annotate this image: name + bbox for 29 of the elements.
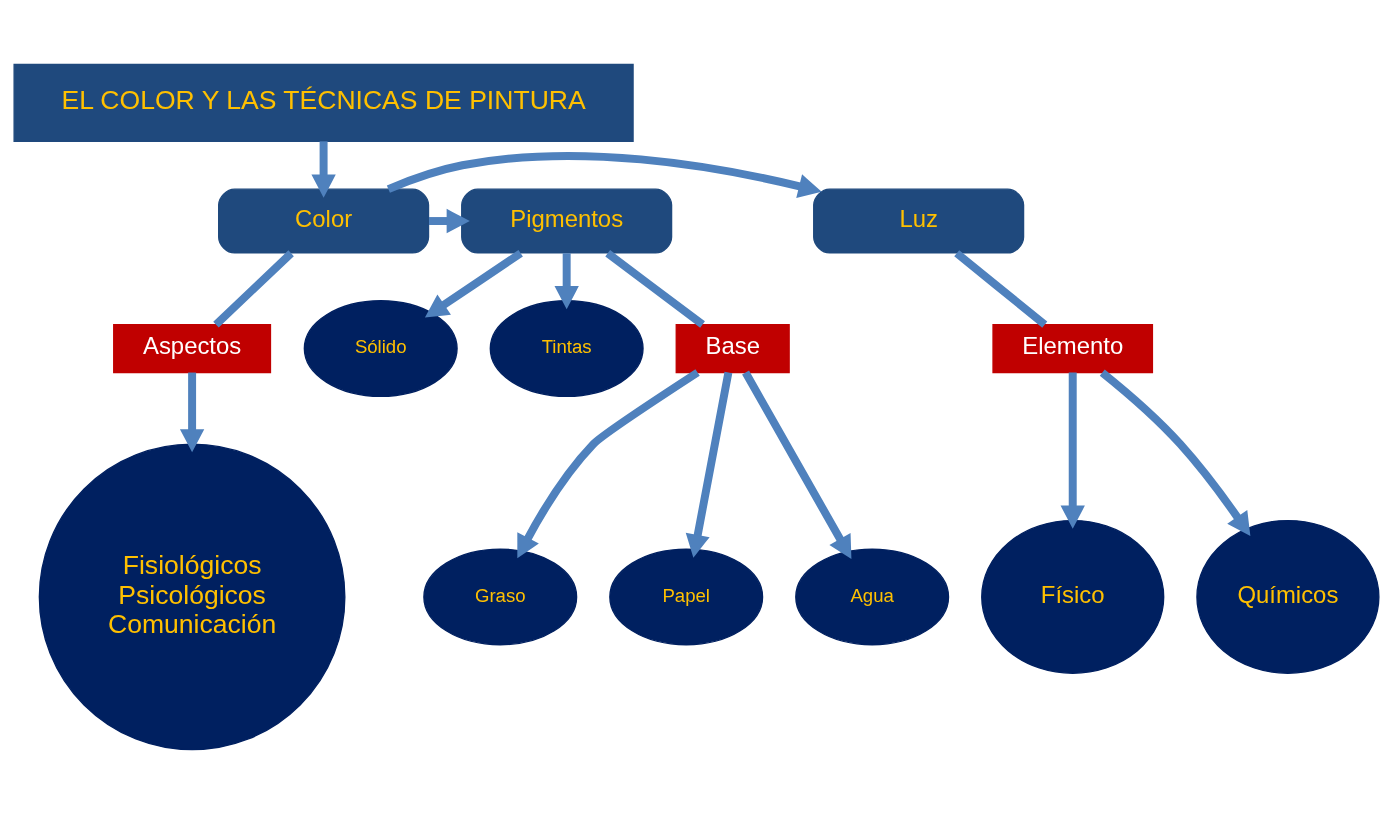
node-ellipse: Físico xyxy=(981,519,1165,674)
arrow xyxy=(386,152,822,198)
node-box: Aspectos xyxy=(113,324,272,374)
connector xyxy=(605,250,705,328)
arrow xyxy=(742,370,852,560)
node-ellipse: Graso xyxy=(423,548,578,646)
arrow xyxy=(1060,372,1085,529)
arrow xyxy=(311,141,336,198)
arrow xyxy=(1099,369,1251,537)
node-box: Pigmentos xyxy=(461,188,673,254)
node-box: Luz xyxy=(813,188,1025,254)
connector xyxy=(213,250,294,328)
node-box: EL COLOR Y LAS TÉCNICAS DE PINTURA xyxy=(13,63,634,142)
node-ellipse: Químicos xyxy=(1196,519,1380,674)
node-ellipse: Sólido xyxy=(303,300,458,398)
node-ellipse: Papel xyxy=(609,548,764,646)
node-box: Base xyxy=(675,324,790,374)
arrow xyxy=(517,369,700,559)
arrow xyxy=(554,253,579,310)
arrow xyxy=(424,249,523,318)
node-box: Color xyxy=(218,188,430,254)
arrow xyxy=(685,371,733,558)
arrow xyxy=(179,372,205,453)
node-box: Elemento xyxy=(992,324,1154,374)
node-ellipse: Agua xyxy=(795,548,950,646)
node-ellipse: Tintas xyxy=(489,300,644,398)
connector xyxy=(954,250,1048,328)
arrow xyxy=(429,208,470,234)
node-circle: Fisiológicos Psicológicos Comunicación xyxy=(38,443,346,751)
